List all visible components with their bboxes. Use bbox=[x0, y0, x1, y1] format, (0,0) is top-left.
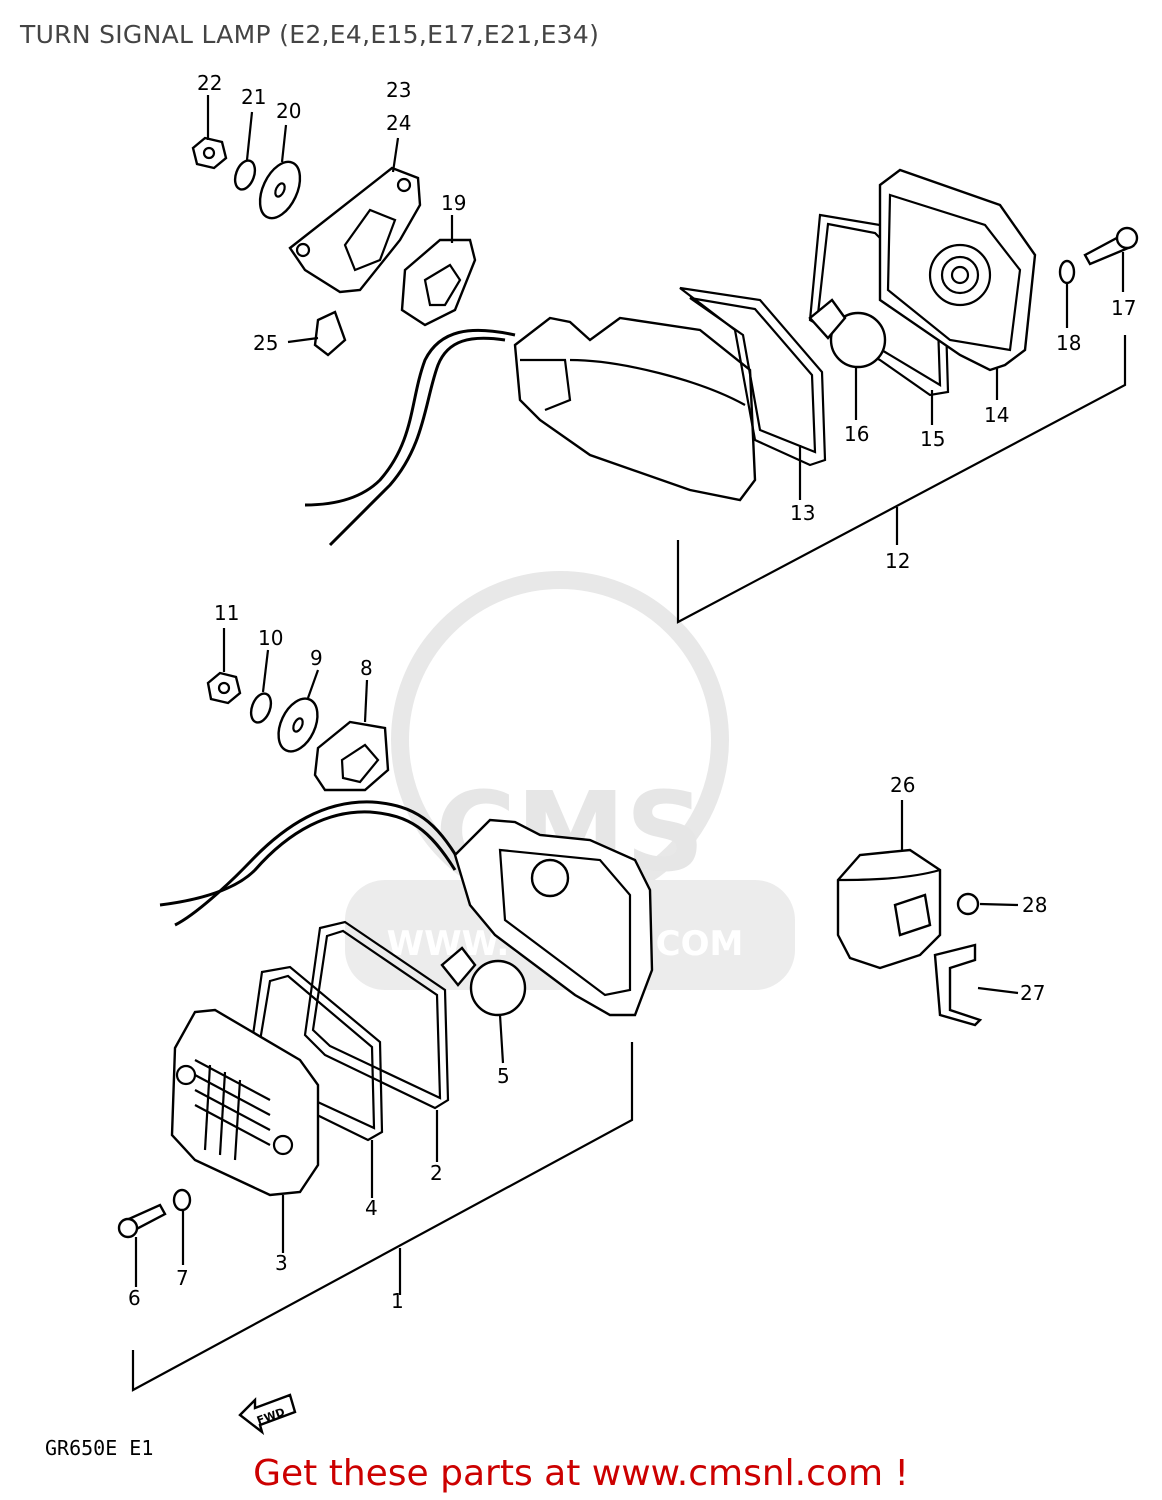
part-label-20: 20 bbox=[276, 99, 301, 123]
washer-20 bbox=[258, 160, 302, 220]
gasket-13 bbox=[679, 286, 827, 467]
part-label-8: 8 bbox=[360, 656, 373, 680]
part-label-5: 5 bbox=[497, 1064, 510, 1088]
washer-21 bbox=[233, 159, 257, 191]
part-number-labels: 1 2 3 4 5 6 7 8 9 10 11 12 13 14 15 16 1… bbox=[128, 71, 1136, 1313]
part-label-18: 18 bbox=[1056, 331, 1081, 355]
washer-9 bbox=[277, 697, 319, 753]
part-label-15: 15 bbox=[920, 427, 945, 451]
part-label-26: 26 bbox=[890, 773, 915, 797]
washer-10 bbox=[249, 692, 273, 724]
part-label-19: 19 bbox=[441, 191, 466, 215]
part-label-21: 21 bbox=[241, 85, 266, 109]
bulb-16 bbox=[829, 311, 887, 369]
lower-lamp-assembly bbox=[117, 671, 983, 1392]
part-label-28: 28 bbox=[1022, 893, 1047, 917]
grommet-19 bbox=[400, 238, 477, 327]
part-label-17: 17 bbox=[1111, 296, 1136, 320]
lamp-housing-1 bbox=[453, 818, 654, 1017]
part-label-6: 6 bbox=[128, 1286, 141, 1310]
part-label-4: 4 bbox=[365, 1196, 378, 1220]
screw-28 bbox=[956, 892, 980, 916]
gasket-2 bbox=[303, 920, 450, 1110]
part-label-12: 12 bbox=[885, 549, 910, 573]
upper-assembly-bracket-line bbox=[676, 335, 1127, 624]
part-label-24: 24 bbox=[386, 111, 411, 135]
page-title: TURN SIGNAL LAMP (E2,E4,E15,E17,E21,E34) bbox=[20, 20, 600, 49]
part-label-2: 2 bbox=[430, 1161, 443, 1185]
lower-leaders bbox=[134, 628, 1019, 1287]
part-label-13: 13 bbox=[790, 501, 815, 525]
model-code: GR650E E1 bbox=[45, 1436, 154, 1460]
part-label-27: 27 bbox=[1020, 981, 1045, 1005]
bulb-5 bbox=[469, 959, 527, 1017]
part-label-3: 3 bbox=[275, 1251, 288, 1275]
screw-25 bbox=[313, 310, 347, 357]
upper-leaders bbox=[206, 95, 1125, 500]
lens-14 bbox=[878, 168, 1037, 372]
part-label-11: 11 bbox=[214, 601, 239, 625]
lamp-housing-12 bbox=[513, 316, 757, 502]
bracket-27 bbox=[933, 943, 983, 1027]
upper-wire bbox=[304, 328, 516, 507]
footer-cta-link[interactable]: Get these parts at www.cmsnl.com ! bbox=[253, 1453, 909, 1494]
part-label-22: 22 bbox=[197, 71, 222, 95]
nut-11 bbox=[206, 671, 242, 705]
washer-18 bbox=[1058, 259, 1076, 285]
part-label-25: 25 bbox=[253, 331, 278, 355]
nut-22 bbox=[191, 136, 228, 170]
part-label-10: 10 bbox=[258, 626, 283, 650]
part-label-9: 9 bbox=[310, 646, 323, 670]
upper-lamp-assembly bbox=[191, 136, 1139, 624]
part-label-7: 7 bbox=[176, 1266, 189, 1290]
lower-assembly-bracket-line bbox=[131, 1042, 634, 1392]
washer-7 bbox=[172, 1188, 192, 1212]
fwd-arrow: FWD bbox=[238, 1393, 297, 1436]
part-label-14: 14 bbox=[984, 403, 1009, 427]
part-label-1: 1 bbox=[391, 1289, 404, 1313]
part-label-16: 16 bbox=[844, 422, 869, 446]
part-label-23: 23 bbox=[386, 78, 411, 102]
grommet-8 bbox=[313, 720, 390, 792]
